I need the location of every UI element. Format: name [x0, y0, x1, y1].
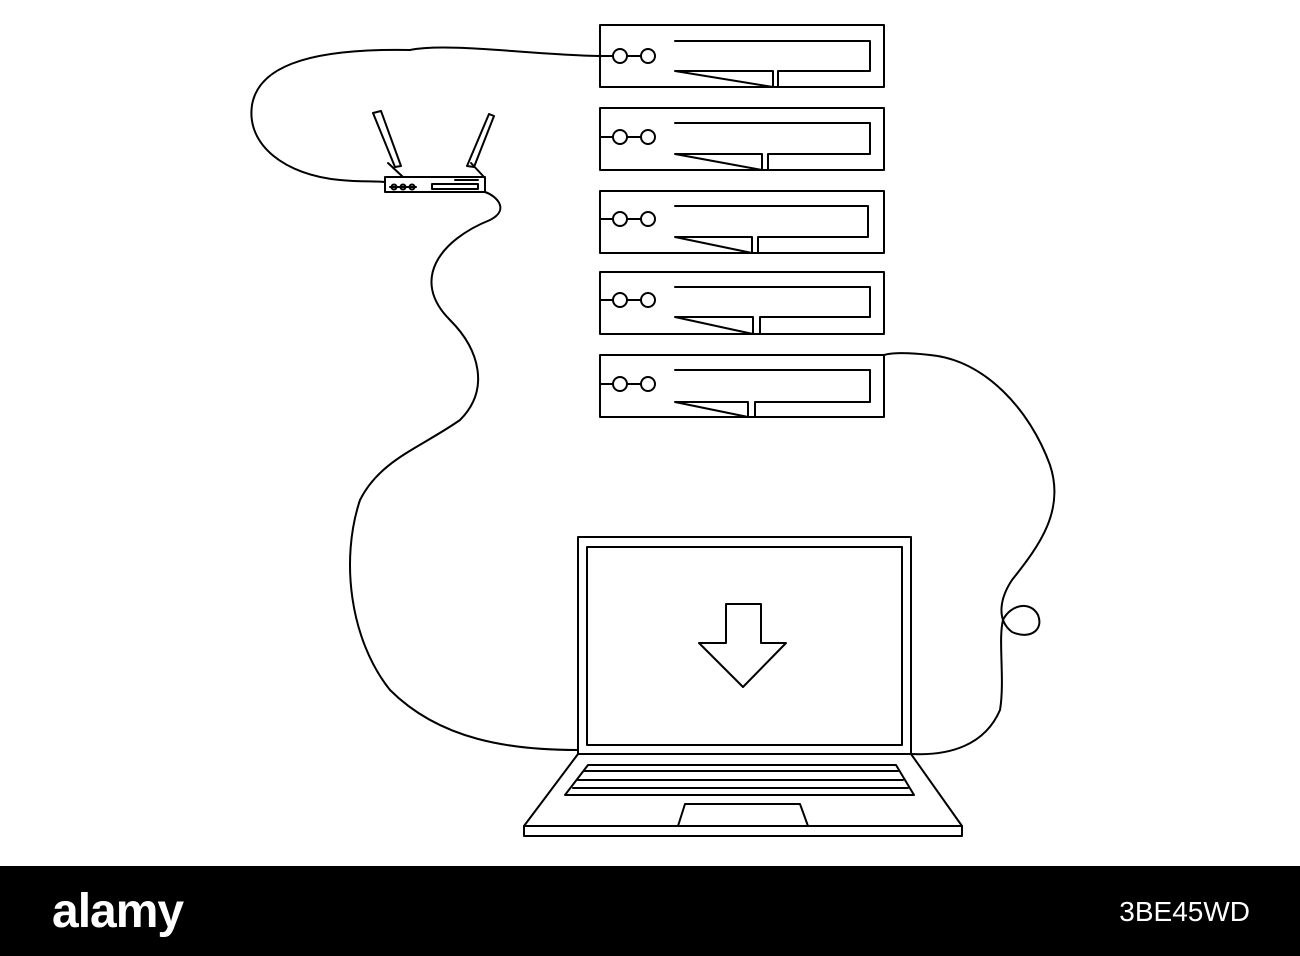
network-illustration [250, 24, 1056, 837]
watermark-footer: alamy 3BE45WD [0, 866, 1300, 956]
server-unit [599, 354, 885, 418]
laptop-icon [523, 536, 963, 837]
server-unit [599, 107, 885, 171]
server-unit [599, 271, 885, 335]
server-unit [599, 190, 885, 254]
alamy-logo: alamy [52, 885, 184, 938]
wifi-router-icon [372, 110, 495, 193]
network-cable [250, 46, 1056, 756]
download-arrow-icon [698, 603, 787, 688]
server-unit [599, 24, 885, 88]
server-rack [599, 24, 885, 418]
image-id-label: 3BE45WD [1119, 896, 1250, 927]
